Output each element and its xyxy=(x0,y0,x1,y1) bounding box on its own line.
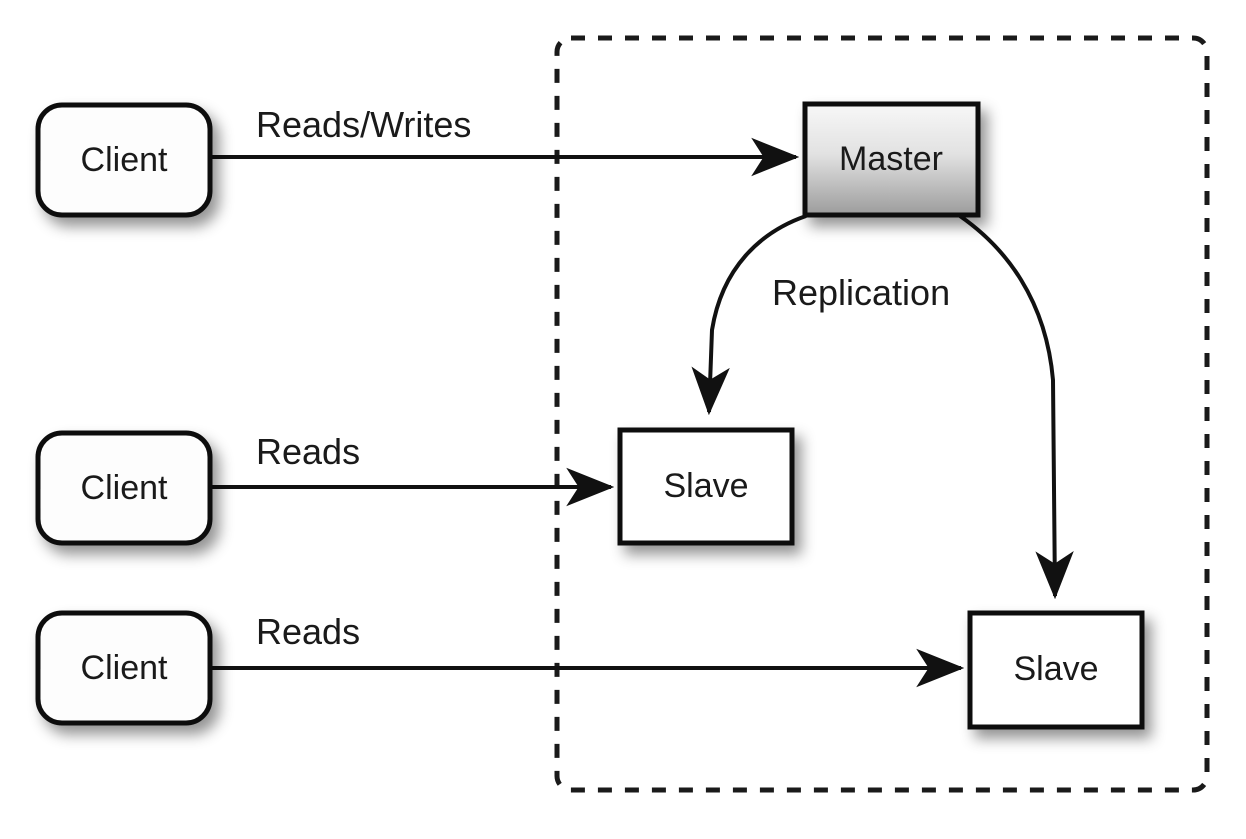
master-box[interactable] xyxy=(802,101,981,218)
slave-bottom-box[interactable] xyxy=(967,610,1145,730)
node-client-top[interactable]: Client xyxy=(35,102,213,218)
node-client-bottom[interactable]: Client xyxy=(35,610,213,726)
edge-master-slave-bottom xyxy=(958,214,1074,600)
replication-boundary xyxy=(554,35,1210,793)
client-middle-label: Client xyxy=(81,469,168,507)
node-slave-middle[interactable]: Slave xyxy=(617,427,795,546)
master-label: Master xyxy=(839,140,943,178)
client-bottom-label: Client xyxy=(81,649,168,687)
client-top-box[interactable] xyxy=(35,102,213,218)
edge-label-replication: Replication xyxy=(772,272,950,313)
edge-label-reads-bottom: Reads xyxy=(256,611,360,652)
node-slave-bottom[interactable]: Slave xyxy=(967,610,1145,730)
client-top-label: Client xyxy=(81,141,168,179)
edge-label-reads-middle: Reads xyxy=(256,431,360,472)
slave-middle-box[interactable] xyxy=(617,427,795,546)
edge-master-slave-middle xyxy=(691,214,807,416)
edge-label-reads-writes: Reads/Writes xyxy=(256,104,471,145)
client-bottom-box[interactable] xyxy=(35,610,213,726)
client-middle-box[interactable] xyxy=(35,430,213,546)
node-client-middle[interactable]: Client xyxy=(35,430,213,546)
slave-bottom-label: Slave xyxy=(1013,650,1098,688)
slave-middle-label: Slave xyxy=(663,467,748,505)
node-master[interactable]: Master xyxy=(802,101,981,218)
